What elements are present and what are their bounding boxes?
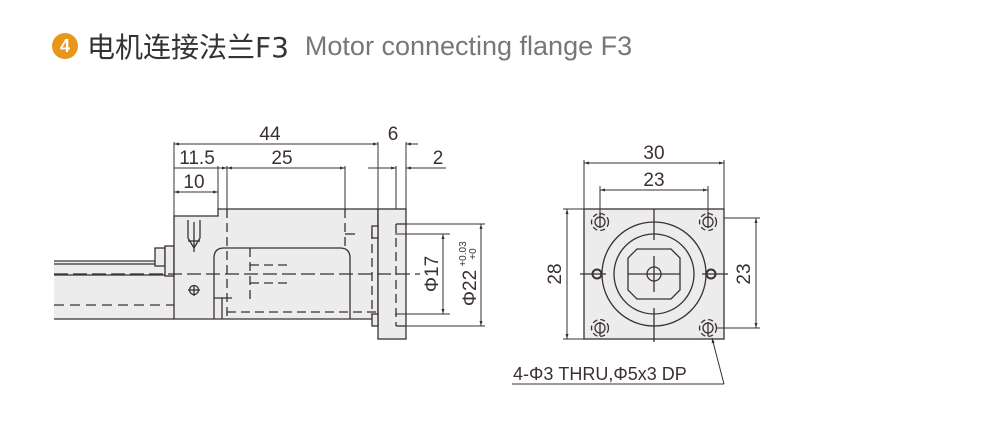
dim-width: 30 — [643, 143, 664, 164]
dim-hole-pitch-y: 23 — [734, 263, 755, 284]
dim-spigot-tol-lower: +0 — [468, 248, 479, 260]
dim-body-length: 25 — [271, 148, 292, 169]
title-english: Motor connecting flange F3 — [304, 30, 633, 61]
dim-overall-length: 44 — [259, 124, 281, 145]
front-view — [512, 160, 760, 385]
dim-offset-1: 11.5 — [179, 148, 215, 169]
side-view — [54, 142, 485, 340]
section-number-badge: 4 — [52, 33, 78, 59]
dim-spigot-diameter: Φ22 — [460, 270, 481, 306]
dim-spigot-depth: 2 — [433, 148, 444, 169]
dim-offset-2: 10 — [183, 172, 204, 193]
dim-bore-diameter: Φ17 — [422, 256, 443, 292]
side-dimension-lines — [173, 142, 485, 327]
front-dimension-lines — [512, 160, 760, 385]
side-dimension-labels: 44 11.5 25 10 6 2 Φ17 Φ22 +0.03 +0 — [179, 124, 481, 306]
dim-spigot-tol-upper: +0.03 — [458, 241, 469, 267]
front-dimension-labels: 30 23 28 23 4-Φ3 THRU,Φ5x3 DP — [513, 143, 755, 384]
motor-housing — [54, 245, 175, 320]
dim-height: 28 — [545, 263, 566, 284]
dim-hole-pitch-x: 23 — [643, 170, 664, 191]
hole-note: 4-Φ3 THRU,Φ5x3 DP — [513, 364, 687, 384]
dim-flange-thickness: 6 — [388, 124, 399, 145]
section-title: 4 电机连接法兰F3 Motor connecting flange F3 — [52, 26, 632, 66]
title-chinese: 电机连接法兰F3 — [87, 31, 289, 64]
flange-body — [173, 208, 379, 320]
